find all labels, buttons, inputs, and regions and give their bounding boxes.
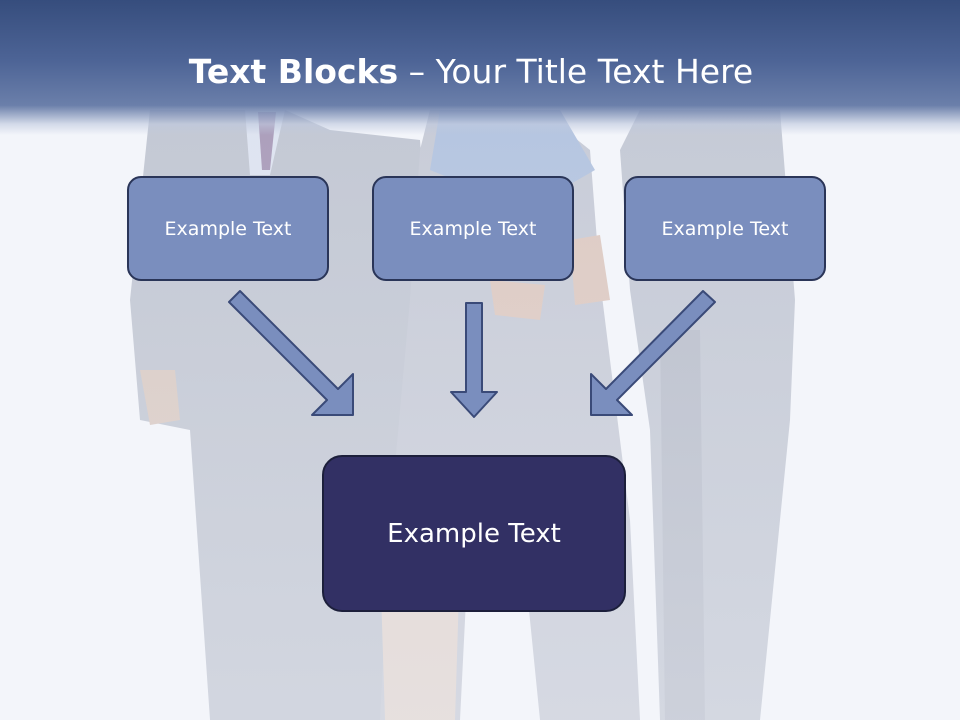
main-text-block-label: Example Text — [387, 518, 561, 549]
text-block-1[interactable]: Example Text — [127, 176, 329, 281]
main-text-block[interactable]: Example Text — [322, 455, 626, 612]
title-bar — [0, 0, 960, 135]
title-separator: – — [398, 52, 436, 91]
text-block-2[interactable]: Example Text — [372, 176, 574, 281]
slide-title: Text Blocks – Your Title Text Here — [0, 52, 942, 91]
title-bold-part: Text Blocks — [188, 52, 399, 91]
text-block-2-label: Example Text — [409, 217, 537, 240]
text-block-1-label: Example Text — [164, 217, 292, 240]
title-rest: Your Title Text Here — [435, 52, 754, 91]
text-block-3[interactable]: Example Text — [624, 176, 826, 281]
text-block-3-label: Example Text — [661, 217, 789, 240]
